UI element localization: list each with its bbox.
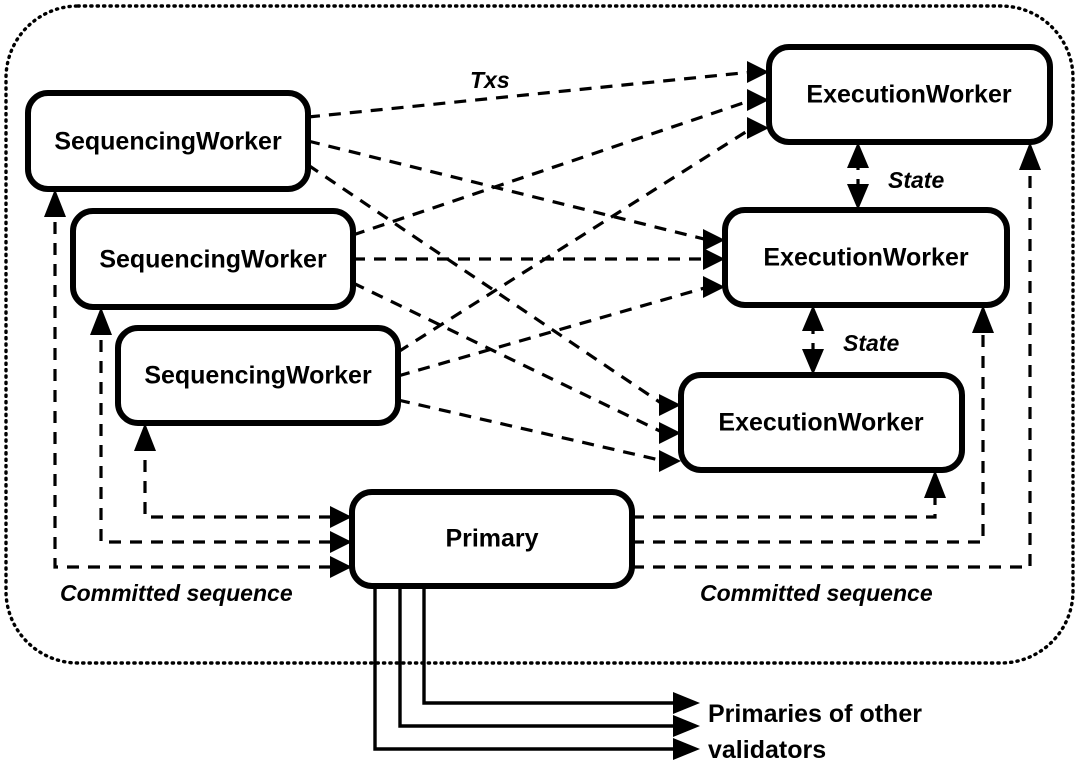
arrowhead-icon: [90, 307, 112, 335]
edge-primary-sw3: [143, 448, 352, 519]
edge-label-txs: Txs: [470, 67, 510, 93]
arrowheads-primary: [330, 506, 352, 578]
edge-sw3-ew3: [397, 398, 665, 463]
node-sw2[interactable]: SequencingWorker: [70, 208, 356, 310]
validator-boundary: [4, 4, 1075, 665]
edge-label-committed-sequence-left: Committed sequence: [60, 580, 293, 606]
edge-sw3-ew2: [397, 285, 709, 378]
node-ew2[interactable]: ExecutionWorker: [722, 207, 1010, 308]
edge-primary-ew3: [632, 495, 937, 519]
node-label-sw3: SequencingWorker: [144, 362, 372, 390]
node-label-sw2: SequencingWorker: [99, 246, 327, 274]
edge-label-committed-sequence-right: Committed sequence: [700, 580, 933, 606]
committed-sequence-right-edges: [632, 142, 1041, 569]
edge-primary-external-1: [422, 586, 680, 705]
arrowhead-icon: [330, 531, 352, 553]
arrowhead-icon: [747, 61, 769, 83]
node-box[interactable]: [766, 44, 1053, 145]
edge-label-state-2: State: [843, 330, 899, 356]
arrowhead-icon: [703, 229, 725, 251]
arrowhead-icon: [134, 423, 156, 451]
edge-sw1-ew3: [307, 163, 665, 407]
arrowhead-icon: [330, 506, 352, 528]
arrowhead-icon: [659, 422, 681, 444]
external-primary-edges: [373, 586, 700, 760]
node-label-sw1: SequencingWorker: [54, 128, 282, 156]
arrowheads-ew3: [659, 394, 681, 472]
committed-sequence-left-edges: [44, 189, 352, 569]
edge-primary-external-2: [398, 586, 680, 728]
edge-primary-ew2: [632, 330, 985, 544]
node-box[interactable]: [115, 325, 401, 426]
node-label-ew3: ExecutionWorker: [718, 409, 923, 437]
node-primary[interactable]: Primary: [349, 489, 635, 589]
node-ew3[interactable]: ExecutionWorker: [678, 372, 965, 473]
arrowhead-icon: [673, 715, 700, 737]
external-label-primaries-line2: validators: [708, 736, 826, 764]
arrowhead-icon: [659, 394, 681, 416]
edge-sw3-ew1: [397, 126, 753, 354]
arrowhead-icon: [1019, 142, 1041, 170]
node-box[interactable]: [25, 90, 311, 192]
node-box[interactable]: [678, 372, 965, 473]
arrowhead-icon: [747, 117, 769, 139]
arrowhead-icon: [44, 189, 66, 217]
arrowhead-icon: [847, 142, 869, 168]
arrowhead-icon: [703, 248, 725, 270]
node-sw1[interactable]: SequencingWorker: [25, 90, 311, 192]
arrowhead-icon: [703, 276, 725, 298]
node-box[interactable]: [349, 489, 635, 589]
edge-label-state-1: State: [888, 167, 944, 193]
arrowheads-ew2: [703, 229, 725, 298]
arrowhead-icon: [330, 556, 352, 578]
edge-primary-sw1: [53, 214, 352, 569]
edge-sw2-ew1: [352, 98, 753, 237]
arrowhead-icon: [659, 450, 681, 472]
node-label-ew2: ExecutionWorker: [763, 244, 968, 272]
txs-edges: [307, 70, 753, 463]
node-ew1[interactable]: ExecutionWorker: [766, 44, 1053, 145]
edge-primary-ew1: [632, 167, 1032, 569]
node-box[interactable]: [722, 207, 1010, 308]
external-label-primaries-line1: Primaries of other: [708, 700, 922, 728]
arrowhead-icon: [747, 89, 769, 111]
edge-sw1-ew1: [307, 70, 753, 119]
arrowheads-ew1: [747, 61, 769, 139]
arrowhead-icon: [673, 738, 700, 760]
arrowhead-icon: [847, 184, 869, 210]
edge-sw2-ew3: [352, 281, 665, 435]
arrowhead-icon: [802, 305, 824, 331]
arrowhead-icon: [924, 470, 946, 498]
node-label-primary: Primary: [445, 525, 538, 553]
arrowhead-icon: [802, 349, 824, 375]
node-sw3[interactable]: SequencingWorker: [115, 325, 401, 426]
edge-primary-external-3: [373, 586, 680, 751]
edge-sw1-ew2: [307, 139, 709, 242]
state-edges: [802, 142, 869, 375]
node-label-ew1: ExecutionWorker: [806, 81, 1011, 109]
node-box[interactable]: [70, 208, 356, 310]
arrowhead-icon: [972, 305, 994, 333]
arrowhead-icon: [673, 692, 700, 714]
